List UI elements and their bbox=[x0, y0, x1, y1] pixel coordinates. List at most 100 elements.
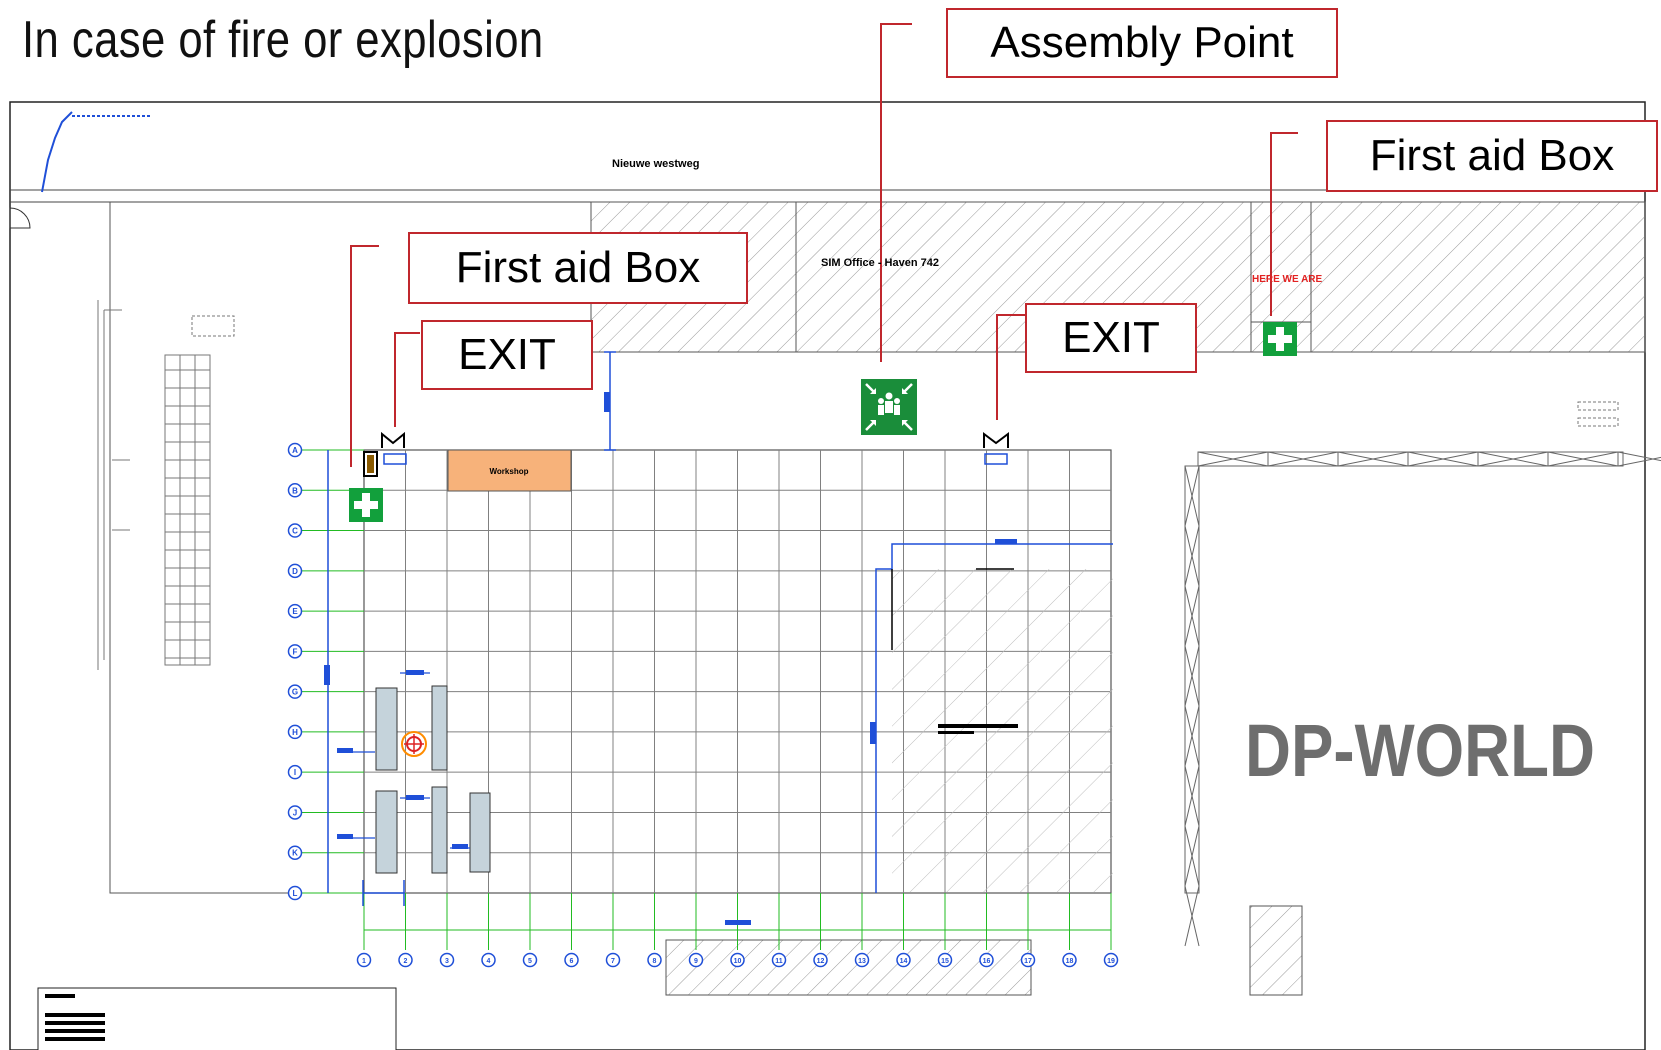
exit-callout-right: EXIT bbox=[1025, 303, 1197, 373]
col-axis-label: 3 bbox=[445, 958, 449, 965]
here-we-are-label: HERE WE ARE bbox=[1252, 274, 1323, 285]
storage-racks bbox=[375, 685, 491, 874]
road-label: Nieuwe westweg bbox=[612, 158, 699, 170]
row-axis-label: F bbox=[293, 647, 298, 656]
col-axis-marker: 7 bbox=[605, 952, 621, 968]
row-axis-label: C bbox=[292, 527, 298, 536]
row-axis-marker: E bbox=[287, 603, 303, 619]
page-title: In case of fire or explosion bbox=[22, 11, 544, 69]
col-axis-label: 10 bbox=[734, 958, 742, 965]
exit-door-icon bbox=[381, 431, 405, 448]
row-axis-label: B bbox=[292, 486, 298, 495]
row-axis-label: L bbox=[293, 889, 298, 898]
exit-label-right: EXIT bbox=[1062, 313, 1160, 362]
drawing-frame bbox=[9, 101, 1646, 1050]
col-axis-marker: 14 bbox=[896, 952, 911, 968]
col-axis-label: 12 bbox=[817, 958, 825, 965]
col-axis-marker: 15 bbox=[937, 952, 953, 968]
first-aid-cross-icon bbox=[349, 488, 383, 522]
callout-leaders bbox=[350, 23, 1298, 467]
row-axis-marker: A bbox=[287, 442, 303, 458]
col-axis-marker: 11 bbox=[771, 952, 787, 968]
row-axis-label: G bbox=[292, 688, 298, 697]
col-axis-marker: 17 bbox=[1020, 952, 1036, 968]
dp-world-truss bbox=[1184, 451, 1624, 894]
row-axis-marker: I bbox=[287, 764, 303, 780]
exit-door-icon bbox=[983, 432, 1009, 448]
row-axis-marker: G bbox=[287, 684, 303, 699]
dp-world-label: DP-WORLD bbox=[1245, 709, 1595, 792]
first-aid-callout-right: First aid Box bbox=[1326, 120, 1658, 192]
col-axis-label: 4 bbox=[487, 958, 491, 965]
office-label: SIM Office - Haven 742 bbox=[821, 257, 939, 269]
road-curve bbox=[41, 111, 73, 193]
col-axis-marker: 2 bbox=[398, 952, 413, 968]
row-axis-label: K bbox=[292, 849, 298, 858]
workshop-label: Workshop bbox=[490, 467, 529, 476]
col-axis-marker: 16 bbox=[979, 952, 994, 968]
storage-area-hatch bbox=[892, 569, 1113, 892]
row-axis-marker: C bbox=[287, 523, 303, 538]
row-axis-label: I bbox=[294, 768, 296, 777]
col-axis-label: 7 bbox=[611, 958, 615, 965]
col-axis-label: 19 bbox=[1107, 958, 1115, 965]
col-axis-marker: 10 bbox=[730, 952, 745, 968]
hatched-block-bottom bbox=[665, 939, 1032, 996]
exit-callout-left: EXIT bbox=[421, 320, 593, 390]
row-axis-label: H bbox=[292, 728, 298, 737]
col-axis-label: 14 bbox=[900, 958, 908, 965]
row-axis-marker: B bbox=[287, 483, 303, 498]
row-axis-label: E bbox=[292, 607, 298, 616]
workshop-box bbox=[447, 449, 572, 492]
col-axis-label: 2 bbox=[404, 958, 408, 965]
building-hatched-right bbox=[1310, 201, 1646, 353]
row-axis-label: J bbox=[293, 808, 297, 817]
row-axis-marker: L bbox=[287, 885, 303, 901]
rack-4 bbox=[431, 786, 448, 874]
col-axis-label: 6 bbox=[570, 958, 574, 965]
row-axis-marker: J bbox=[287, 805, 303, 820]
col-axis-label: 8 bbox=[653, 958, 657, 965]
col-axis-marker: 6 bbox=[564, 952, 579, 968]
col-axis-label: 17 bbox=[1024, 958, 1032, 965]
incident-marker-icon bbox=[401, 731, 427, 757]
col-axis-marker: 1 bbox=[356, 952, 372, 968]
col-axis-marker: 4 bbox=[481, 952, 496, 968]
col-axis-marker: 8 bbox=[647, 952, 662, 968]
row-axis-label: A bbox=[292, 446, 298, 455]
col-axis-marker: 5 bbox=[522, 952, 538, 968]
hatched-block-small bbox=[1249, 905, 1303, 996]
rack-3 bbox=[431, 685, 448, 771]
left-rack-drawing bbox=[97, 300, 235, 670]
col-axis-label: 18 bbox=[1066, 958, 1074, 965]
col-axis-marker: 12 bbox=[813, 952, 828, 968]
col-axis-label: 15 bbox=[941, 958, 949, 965]
col-axis-label: 1 bbox=[362, 958, 366, 965]
first-aid-cross-icon bbox=[1263, 322, 1297, 356]
col-axis-label: 5 bbox=[528, 958, 532, 965]
col-axis-label: 9 bbox=[694, 958, 698, 965]
col-axis-label: 11 bbox=[775, 958, 783, 965]
exit-label-left: EXIT bbox=[458, 330, 556, 379]
assembly-point-people-icon bbox=[861, 379, 917, 435]
assembly-point-callout: Assembly Point bbox=[946, 8, 1338, 78]
first-aid-label-right: First aid Box bbox=[1369, 131, 1615, 180]
row-axis-label: D bbox=[292, 567, 298, 576]
door-arc bbox=[9, 207, 31, 229]
col-axis-label: 13 bbox=[858, 958, 866, 965]
first-aid-label-left: First aid Box bbox=[455, 243, 701, 292]
row-axis-marker: D bbox=[287, 563, 303, 579]
col-axis-marker: 19 bbox=[1103, 952, 1119, 968]
rack-2 bbox=[375, 790, 398, 874]
row-axis-marker: H bbox=[287, 724, 303, 740]
col-axis-marker: 3 bbox=[439, 952, 455, 968]
first-aid-callout-left: First aid Box bbox=[408, 232, 748, 304]
row-axis-marker: F bbox=[287, 644, 303, 659]
col-axis-label: 16 bbox=[983, 958, 991, 965]
col-axis-marker: 9 bbox=[688, 952, 704, 968]
row-axis-marker: K bbox=[287, 845, 303, 860]
rack-5 bbox=[469, 792, 491, 873]
col-axis-marker: 13 bbox=[854, 952, 870, 968]
